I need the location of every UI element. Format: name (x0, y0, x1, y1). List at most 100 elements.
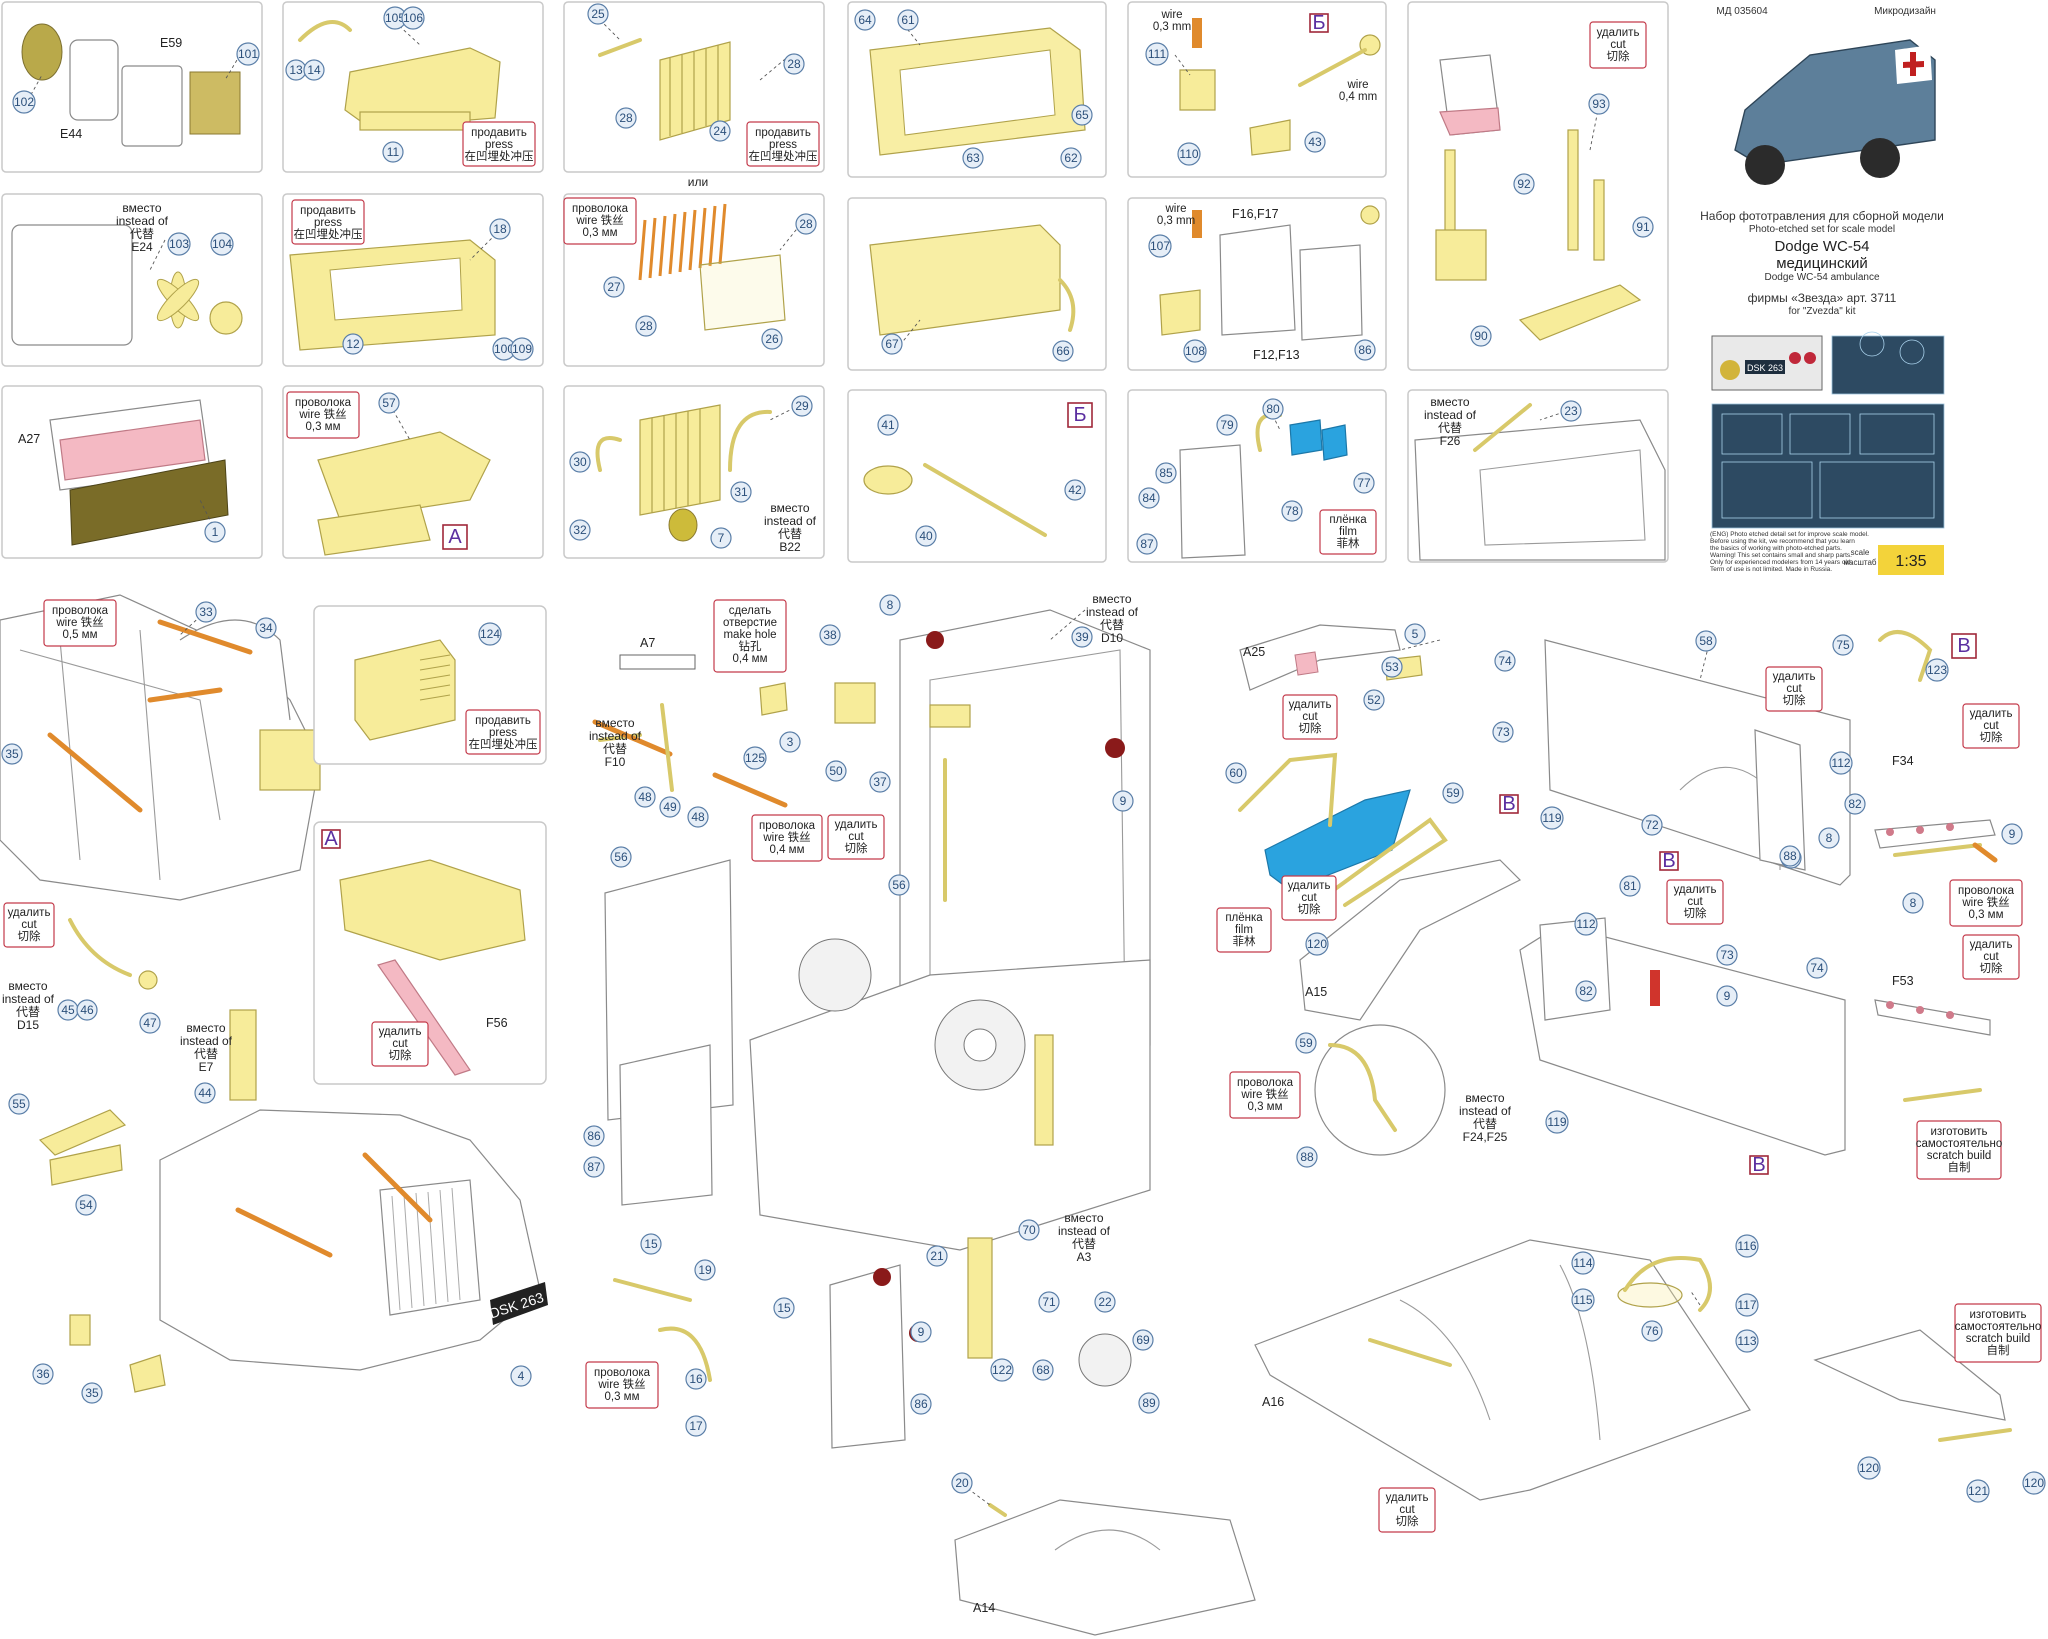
svg-text:31: 31 (734, 485, 748, 499)
svg-text:107: 107 (1150, 239, 1170, 253)
callout-119: 119 (1545, 1110, 1569, 1134)
callout-87: 87 (1136, 533, 1158, 555)
bar-dot-1 (1886, 828, 1894, 836)
svg-text:56: 56 (614, 850, 628, 864)
callout-60: 60 (1225, 762, 1247, 784)
callout-36: 36 (32, 1363, 54, 1385)
callout-28: 28 (783, 53, 805, 75)
svg-text:8: 8 (1826, 831, 1833, 845)
note-cut-11: удалить cut 切除 (1281, 875, 1337, 921)
callout-45: 45 (57, 999, 79, 1021)
callout-92: 92 (1513, 173, 1535, 195)
pe-red-dot-8 (926, 631, 944, 649)
svg-text:самостоятельно: самостоятельно (1955, 1321, 2042, 1333)
bed-chassis-view (749, 938, 1151, 1251)
svg-text:cut: cut (392, 1038, 408, 1050)
svg-text:70: 70 (1022, 1223, 1036, 1237)
svg-text:切除: 切除 (389, 1048, 412, 1062)
svg-text:87: 87 (587, 1160, 601, 1174)
svg-text:wire 铁丝: wire 铁丝 (55, 616, 103, 629)
callout-40: 40 (915, 525, 937, 547)
note-cut-1: удалить cut 切除 (1589, 21, 1647, 69)
svg-text:удалить: удалить (379, 1026, 422, 1038)
svg-text:57: 57 (382, 396, 396, 410)
svg-text:39: 39 (1075, 630, 1089, 644)
warning-line-6: Term of use is not limited. Made in Russ… (1710, 566, 1832, 573)
svg-text:119: 119 (1542, 811, 1561, 825)
callout-35: 35 (1, 743, 23, 765)
pe-number-plate (490, 1282, 548, 1325)
callout-35: 35 (81, 1382, 103, 1404)
pe-lamp-2 (1360, 205, 1380, 225)
svg-text:изготовить: изготовить (1930, 1126, 1987, 1138)
pe-arm-48 (660, 703, 674, 792)
kit-wheel-1 (798, 938, 872, 1012)
warning-line-2: Before using the kit, we recommend that … (1710, 538, 1855, 545)
svg-text:F56: F56 (486, 1016, 508, 1030)
svg-text:66: 66 (1056, 344, 1070, 358)
svg-text:вместо: вместо (595, 716, 635, 730)
bar-dot-6 (1946, 1011, 1954, 1019)
svg-text:8: 8 (1910, 896, 1917, 910)
svg-text:86: 86 (587, 1129, 601, 1143)
svg-text:89: 89 (1142, 1396, 1156, 1410)
note-cut-6: удалить cut 切除 (1765, 666, 1823, 712)
svg-text:116: 116 (1737, 1239, 1756, 1253)
svg-text:49: 49 (663, 800, 677, 814)
svg-text:press: press (485, 139, 513, 151)
pe-hook (1058, 278, 1076, 332)
svg-text:121: 121 (1968, 1484, 1988, 1498)
svg-text:проволока: проволока (52, 605, 109, 617)
svg-text:120: 120 (2024, 1476, 2044, 1490)
svg-text:34: 34 (259, 621, 273, 635)
note-cut-9: удалить cut 切除 (1962, 934, 2020, 980)
svg-text:102: 102 (14, 95, 34, 109)
pe-grid-bars (669, 45, 719, 136)
kit-floor-lines (1399, 1264, 1601, 1441)
photo-tyre-rear (1860, 138, 1900, 178)
svg-text:35: 35 (5, 747, 19, 761)
svg-text:press: press (489, 727, 517, 739)
svg-text:scratch build: scratch build (1966, 1333, 2031, 1345)
svg-text:79: 79 (1220, 418, 1234, 432)
svg-text:А: А (324, 828, 338, 850)
svg-text:9: 9 (1120, 794, 1127, 808)
wire-a7 (592, 719, 673, 757)
svg-text:9: 9 (918, 1325, 925, 1339)
note-scratch-1: изготовить самостоятельно scratch build … (1916, 1120, 2002, 1180)
callout-117: 117 (1735, 1293, 1759, 1317)
svg-text:проволока: проволока (759, 820, 816, 832)
letter-v-3: В (1659, 850, 1679, 872)
note-wire-03-b: проволока wire 铁丝 0,3 мм (286, 391, 360, 439)
svg-text:wire 铁丝: wire 铁丝 (1240, 1088, 1288, 1101)
note-cut-7: удалить cut 切除 (1962, 703, 2020, 749)
svg-text:0,3 mm: 0,3 mm (1157, 215, 1195, 227)
svg-text:123: 123 (1927, 663, 1947, 677)
callout-102: 102 (12, 90, 36, 114)
svg-text:20: 20 (955, 1476, 969, 1490)
pe-frame-60 (1238, 752, 1338, 827)
note-wire-03-c: проволока wire 铁丝 0,3 мм (585, 1361, 659, 1409)
svg-text:D10: D10 (1101, 631, 1123, 645)
svg-text:A7: A7 (640, 636, 655, 650)
svg-text:instead of: instead of (1424, 408, 1477, 422)
kit-scratch-part (1813, 1329, 2006, 1421)
callout-28: 28 (795, 213, 817, 235)
warning-line-4: Warning! This set contains small and sha… (1710, 552, 1852, 559)
svg-text:74: 74 (1810, 961, 1824, 975)
svg-text:9: 9 (2009, 827, 2016, 841)
callout-79: 79 (1216, 414, 1238, 436)
svg-text:4: 4 (518, 1369, 525, 1383)
pe-rod (1298, 48, 1367, 87)
svg-text:instead of: instead of (1086, 605, 1139, 619)
wire-grid (638, 203, 727, 281)
svg-text:проволока: проволока (1958, 885, 2015, 897)
svg-text:104: 104 (212, 237, 232, 251)
svg-text:A15: A15 (1305, 985, 1327, 999)
svg-text:86: 86 (1358, 343, 1372, 357)
svg-text:75: 75 (1836, 638, 1850, 652)
svg-text:64: 64 (858, 13, 872, 27)
svg-text:17: 17 (689, 1419, 703, 1433)
svg-text:12: 12 (346, 337, 360, 351)
pe-star-104 (209, 301, 243, 335)
